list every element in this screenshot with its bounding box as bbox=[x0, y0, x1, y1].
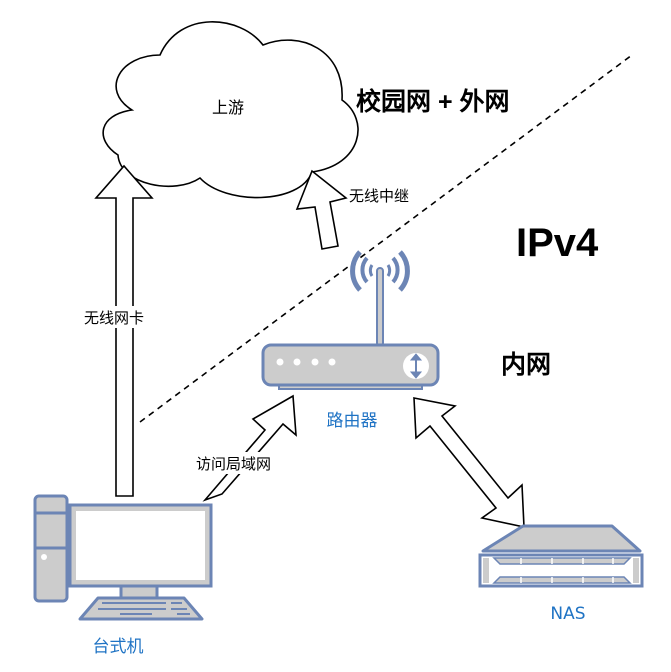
wifi-signal-icon bbox=[350, 250, 410, 292]
nas-label: NAS bbox=[550, 604, 585, 624]
edge-label-lan-access: 访问局域网 bbox=[196, 455, 271, 473]
cloud-node[interactable]: 上游 bbox=[102, 21, 359, 199]
router-label: 路由器 bbox=[327, 411, 378, 431]
updown-arrow-icon bbox=[409, 353, 423, 379]
nas-server-icon bbox=[478, 524, 644, 588]
edge-lan-access[interactable]: 访问局域网 bbox=[196, 394, 297, 502]
desktop-computer-icon bbox=[33, 494, 213, 621]
router-node[interactable]: 路由器 bbox=[261, 250, 440, 431]
nas-node[interactable]: NAS bbox=[478, 524, 644, 624]
zone-label-lower: 内网 bbox=[501, 351, 551, 379]
cloud-icon bbox=[102, 21, 359, 199]
zone-label-upper: 校园网 + 外网 bbox=[356, 87, 510, 116]
double-arrow-icon bbox=[413, 397, 525, 528]
zone-divider-line bbox=[139, 54, 633, 423]
edge-label-bg bbox=[74, 306, 154, 328]
edge-wireless-relay[interactable]: 无线中继 bbox=[295, 169, 409, 250]
arrow-up-icon bbox=[295, 169, 348, 250]
edge-router-nas[interactable] bbox=[413, 397, 525, 528]
edge-label-wireless-nic: 无线网卡 bbox=[84, 309, 144, 327]
arrow-up-icon bbox=[94, 164, 154, 497]
edge-label-wireless-relay: 无线中继 bbox=[349, 187, 409, 205]
arrow-diagonal-icon bbox=[202, 394, 297, 502]
edge-wireless-nic[interactable]: 无线网卡 bbox=[74, 164, 154, 497]
router-icon bbox=[261, 250, 440, 390]
zone-label-protocol: IPv4 bbox=[516, 221, 599, 265]
desktop-label: 台式机 bbox=[93, 637, 144, 657]
cloud-label: 上游 bbox=[212, 98, 244, 117]
desktop-node[interactable]: 台式机 bbox=[33, 494, 213, 657]
edge-label-bg bbox=[196, 452, 296, 474]
